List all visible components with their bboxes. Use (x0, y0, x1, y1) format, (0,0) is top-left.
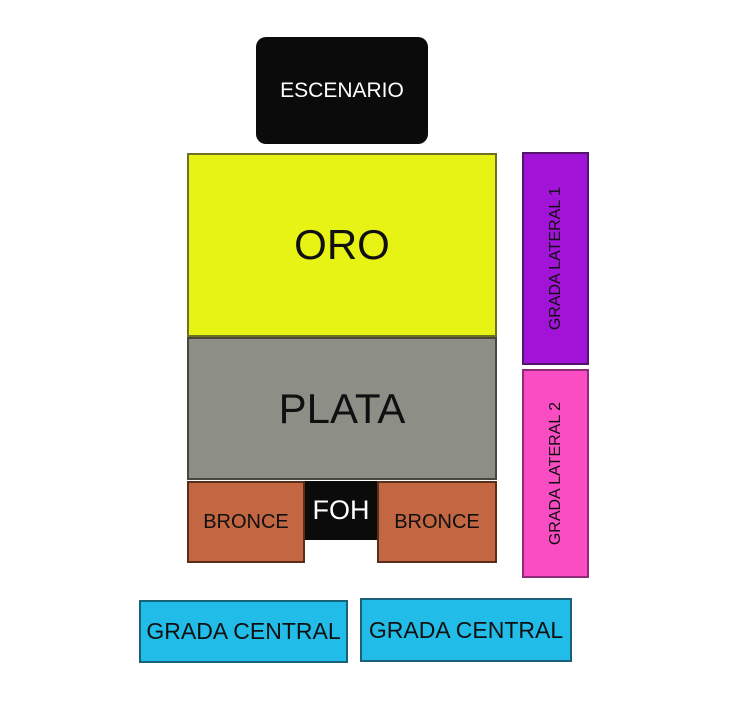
zone-bronce-right-label: BRONCE (394, 510, 480, 533)
zone-oro-label: ORO (294, 221, 390, 268)
zone-oro[interactable]: ORO (187, 153, 497, 337)
zone-grada-lateral-2[interactable]: GRADA LATERAL 2 (522, 369, 589, 578)
zone-bronce-left[interactable]: BRONCE (187, 481, 305, 563)
zone-grada-central-right[interactable]: GRADA CENTRAL (360, 598, 572, 662)
zone-grada-central-right-label: GRADA CENTRAL (368, 616, 564, 643)
foh-label: FOH (312, 495, 370, 525)
foh-booth: FOH (305, 481, 377, 540)
zone-bronce-right[interactable]: BRONCE (377, 481, 497, 563)
zone-plata[interactable]: PLATA (187, 337, 497, 480)
stage-escenario: ESCENARIO (256, 37, 428, 144)
stage-label: ESCENARIO (280, 78, 404, 102)
zone-plata-label: PLATA (278, 384, 406, 432)
zone-grada-central-left[interactable]: GRADA CENTRAL (139, 600, 348, 663)
zone-bronce-left-label: BRONCE (203, 510, 289, 533)
zone-grada-central-left-label: GRADA CENTRAL (146, 618, 341, 644)
zone-grada-lateral-1[interactable]: GRADA LATERAL 1 (522, 152, 589, 365)
zone-grada-lateral-2-label: GRADA LATERAL 2 (546, 401, 564, 546)
zone-grada-lateral-1-label: GRADA LATERAL 1 (546, 186, 564, 331)
